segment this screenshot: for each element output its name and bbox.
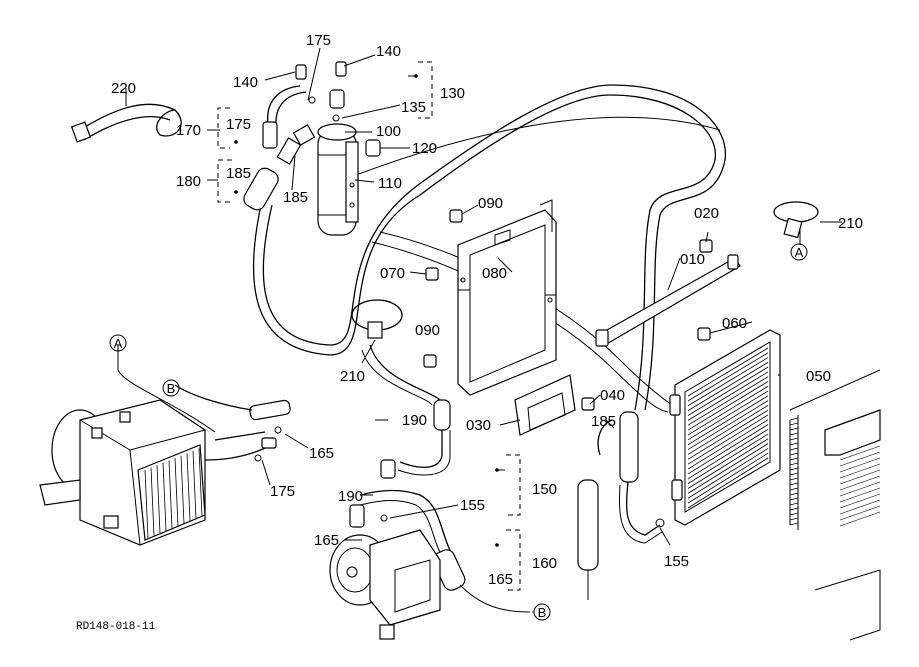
hose-end-180 (243, 137, 302, 211)
callout-210-right: 210 (838, 215, 863, 232)
condenser (669, 329, 781, 526)
callout-180: 180 (176, 173, 201, 190)
callout-165-comp: 165 (314, 532, 339, 549)
callout-150: 150 (532, 481, 557, 498)
callout-030: 030 (466, 417, 491, 434)
callout-090-mid: 090 (415, 322, 440, 339)
liquid-line (577, 411, 665, 600)
callout-050: 050 (806, 368, 831, 385)
callout-220: 220 (111, 80, 136, 97)
callout-210-left: 210 (340, 368, 365, 385)
radiator-background (789, 369, 881, 641)
callout-010: 010 (680, 251, 705, 268)
callout-190-upper: 190 (402, 412, 427, 429)
callout-185-upper: 185 (226, 165, 251, 182)
ref-label-B-left: B (167, 381, 176, 396)
hose-clamp-210-lower (351, 299, 403, 364)
callout-175-mid: 175 (226, 116, 251, 133)
compressor-lines (349, 399, 531, 613)
pressure-switch-120 (365, 139, 410, 157)
callout-155-mid: 155 (460, 497, 485, 514)
callout-185-hose: 185 (283, 189, 308, 206)
callout-170: 170 (176, 122, 201, 139)
callout-020: 020 (694, 205, 719, 222)
ref-label-A-upper: A (795, 245, 804, 260)
ref-circle-B-right: B (533, 603, 551, 621)
receiver-dryer (317, 123, 359, 236)
callout-070: 070 (380, 265, 405, 282)
suction-hose (361, 344, 441, 406)
callout-135: 135 (401, 99, 426, 116)
hose-clamp-220 (70, 88, 182, 143)
evaporator-unit (39, 399, 206, 546)
ref-label-B-right: B (538, 605, 547, 620)
callout-100: 100 (376, 123, 401, 140)
drawing-code: RD148-018-11 (76, 621, 156, 633)
ref-label-A-lower: A (114, 336, 123, 351)
ref-circle-A-lower: A (109, 334, 127, 352)
callout-080: 080 (482, 265, 507, 282)
callout-165-lower: 165 (488, 571, 513, 588)
compressor (329, 529, 441, 640)
callout-120: 120 (412, 140, 437, 157)
callout-140-left: 140 (233, 74, 258, 91)
callout-140-right: 140 (376, 43, 401, 60)
callout-165-evap: 165 (309, 445, 334, 462)
condenser-frame-080 (457, 199, 557, 396)
callout-060: 060 (722, 315, 747, 332)
callout-175-top: 175 (306, 32, 331, 49)
callout-040: 040 (600, 387, 625, 404)
bracket-010 (595, 254, 741, 347)
callout-160: 160 (532, 555, 557, 572)
ref-circle-B-left: B (162, 379, 180, 397)
main-hose-loop (252, 84, 727, 413)
callout-090-top: 090 (478, 195, 503, 212)
leader-lines (207, 47, 842, 613)
callout-155-right: 155 (664, 553, 689, 570)
upper-fittings (262, 61, 347, 149)
callout-175-evap: 175 (270, 483, 295, 500)
bolts (423, 209, 713, 411)
lower-bracket-030 (514, 374, 576, 436)
callout-110: 110 (378, 175, 402, 192)
hose-clamp-210-upper (773, 201, 830, 245)
callout-130: 130 (440, 85, 465, 102)
callout-185-right: 185 (591, 413, 616, 430)
callout-190-lower: 190 (338, 488, 363, 505)
evaporator-pipes (117, 345, 291, 462)
ref-circle-A-upper: A (790, 243, 808, 261)
